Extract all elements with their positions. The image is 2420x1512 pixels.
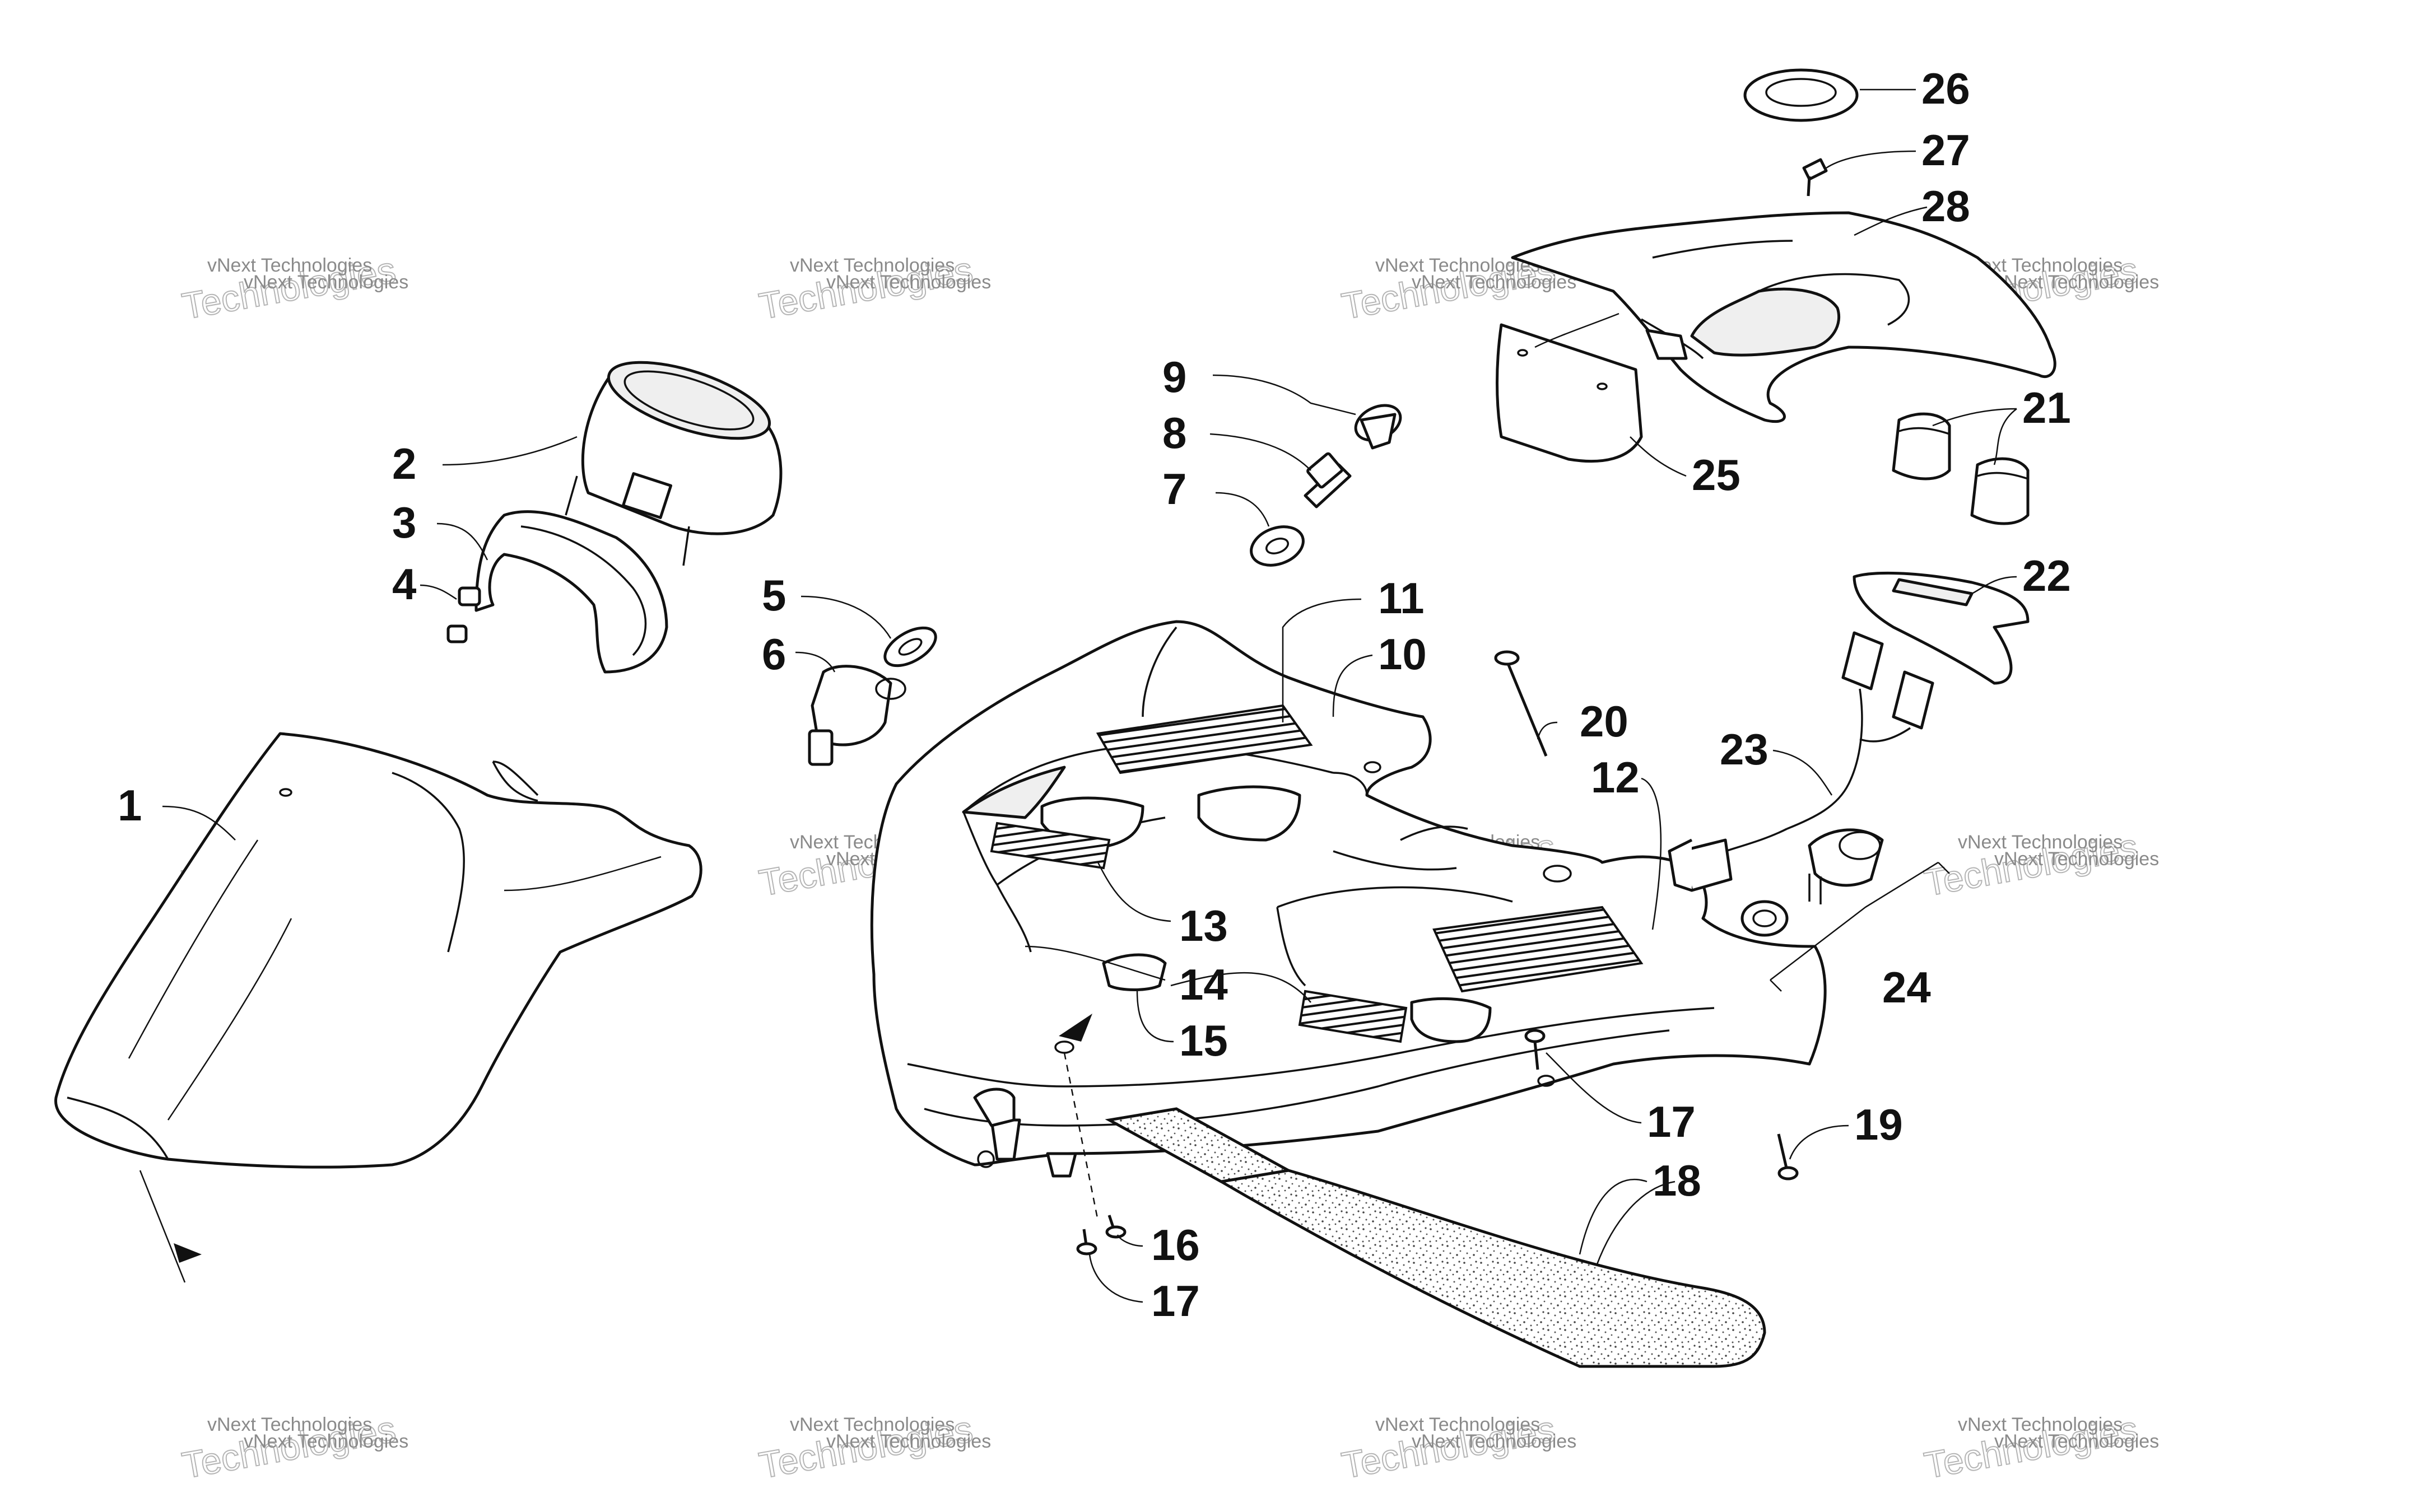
watermark: Technologies vNext Technologies vNext Te…	[756, 248, 992, 328]
callout-8: 8	[1162, 408, 1186, 458]
callout-11: 11	[1378, 573, 1424, 623]
part-18-foam-pad	[1105, 1107, 1766, 1368]
part-7-grommet	[1250, 525, 1305, 567]
callout-4: 4	[392, 559, 416, 609]
part-12-decal-lower	[1432, 906, 1644, 993]
part-20-bolt	[1494, 650, 1548, 757]
callout-9: 9	[1162, 352, 1186, 402]
callout-3: 3	[392, 498, 416, 547]
callout-21: 21	[2022, 383, 2071, 432]
callout-24: 24	[1882, 963, 1931, 1012]
orientation-leader	[139, 1170, 186, 1283]
watermark: Technologies vNext Technologies vNext Te…	[1921, 1407, 2160, 1487]
watermark: Technologies vNext Technologies vNext Te…	[179, 248, 409, 328]
watermark: Technologies vNext Technologies vNext Te…	[1338, 1407, 1577, 1487]
part-17-rivet	[1076, 1229, 1097, 1256]
part-24-power-outlet	[1740, 828, 1950, 992]
part-28-top-cover	[1511, 211, 2056, 423]
svg-text:vNext Technologies: vNext Technologies	[244, 1431, 408, 1452]
svg-text:vNext Technologies: vNext Technologies	[826, 272, 991, 293]
svg-text:vNext Technologies: vNext Technologies	[790, 255, 955, 276]
callout-27: 27	[1921, 125, 1970, 175]
direction-arrows	[139, 1014, 1099, 1283]
callout-6: 6	[762, 629, 786, 679]
watermark: Technologies vNext Technologies vNext Te…	[179, 1407, 409, 1487]
callout-17: 17	[1151, 1276, 1200, 1326]
part-14-label-lower	[1298, 990, 1408, 1043]
callout-14: 14	[1179, 960, 1228, 1009]
part-6-switch	[808, 665, 906, 766]
svg-text:vNext Technologies: vNext Technologies	[1994, 848, 2159, 870]
part-10-console	[870, 620, 1827, 1178]
part-25-pad	[1496, 323, 1643, 463]
svg-text:vNext Technologies: vNext Technologies	[1375, 1414, 1540, 1435]
callout-22: 22	[2022, 551, 2071, 600]
svg-text:vNext Technologies: vNext Technologies	[1994, 272, 2159, 293]
callout-12: 12	[1591, 753, 1640, 802]
callout-17-upper: 17	[1647, 1097, 1696, 1146]
part-21-switch-right	[1970, 457, 2030, 525]
watermark: Technologies vNext Technologies vNext Te…	[756, 1407, 992, 1487]
part-15-patch	[1102, 953, 1167, 991]
leader-lines	[162, 88, 2017, 1303]
callout-19: 19	[1854, 1100, 1903, 1149]
callout-2: 2	[392, 439, 416, 488]
svg-text:vNext Technologies: vNext Technologies	[207, 255, 372, 276]
part-3-gauge-bracket	[458, 510, 668, 674]
part-11-decal-upper	[1096, 704, 1313, 774]
part-26-ring	[1743, 68, 1859, 122]
svg-text:vNext Technologies: vNext Technologies	[790, 1414, 955, 1435]
part-21-switch-left	[1892, 412, 1951, 480]
part-13-label-upper	[990, 822, 1111, 870]
part-4-nut	[446, 624, 468, 643]
callout-25: 25	[1692, 450, 1740, 500]
callout-labels: 1 2 3 4 5 6 7 8 9 10 11 12 13 14 15 16 1…	[118, 64, 2071, 1326]
callout-5: 5	[762, 571, 786, 620]
svg-text:vNext Technologies: vNext Technologies	[244, 272, 408, 293]
callout-7: 7	[1162, 464, 1186, 514]
callout-28: 28	[1921, 181, 1970, 231]
svg-text:vNext Technologies: vNext Technologies	[1412, 1431, 1576, 1452]
svg-text:vNext Technologies: vNext Technologies	[1994, 1431, 2159, 1452]
part-17-rivet-upper	[1524, 1029, 1546, 1070]
callout-15: 15	[1179, 1016, 1228, 1065]
callout-16: 16	[1151, 1220, 1200, 1270]
part-1-hood-cover	[54, 732, 702, 1169]
svg-text:vNext Technologies: vNext Technologies	[1958, 832, 2123, 853]
svg-text:vNext Technologies: vNext Technologies	[1958, 1414, 2123, 1435]
callout-18: 18	[1653, 1156, 1701, 1205]
part-5-washer	[883, 626, 937, 668]
part-19-screw	[1777, 1133, 1799, 1180]
part-27-fastener	[1802, 158, 1828, 197]
orientation-arrow-left	[174, 1243, 202, 1263]
svg-text:vNext Technologies: vNext Technologies	[826, 1431, 991, 1452]
part-2-gauge	[565, 361, 783, 566]
watermark: Technologies vNext Technologies vNext Te…	[1921, 825, 2160, 904]
svg-text:vNext Technologies: vNext Technologies	[207, 1414, 372, 1435]
callout-26: 26	[1921, 64, 1970, 113]
part-22-switch-bezel	[1853, 571, 2030, 685]
callout-23: 23	[1720, 725, 1769, 774]
orientation-arrow-center	[1059, 1014, 1092, 1042]
part-8-key	[1304, 452, 1352, 508]
svg-text:vNext Technologies: vNext Technologies	[1412, 272, 1576, 293]
callout-13: 13	[1179, 901, 1228, 950]
callout-1: 1	[118, 781, 142, 830]
callout-10: 10	[1378, 629, 1427, 679]
part-23-harness	[1668, 631, 1934, 892]
callout-20: 20	[1580, 697, 1628, 746]
part-9-cap	[1354, 404, 1402, 450]
part-16-screw	[1105, 1215, 1127, 1239]
